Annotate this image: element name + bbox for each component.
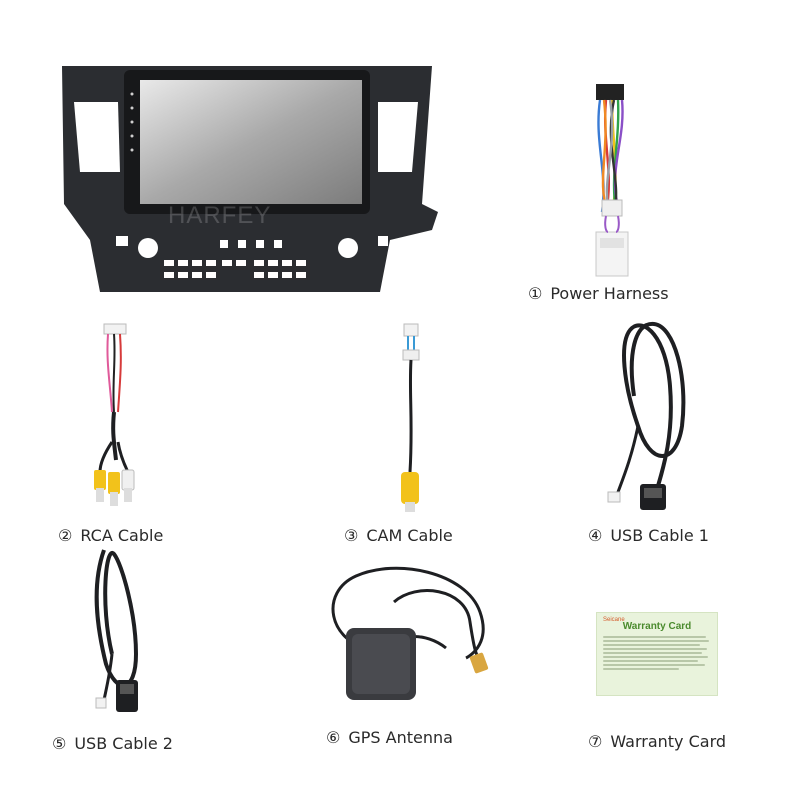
head-unit-image [60, 64, 440, 300]
cam-cable-image [396, 322, 430, 514]
brand-watermark: Harfey [168, 202, 272, 229]
warranty-card-title: Warranty Card [622, 621, 692, 632]
warranty-card-image: Seicane Warranty Card [596, 612, 718, 696]
power-harness-image [584, 82, 640, 282]
warranty-card-text-lines [603, 636, 711, 670]
rca-cable-image [90, 322, 146, 512]
usb-cable-1-image [604, 316, 696, 516]
usb-cable-2-image [92, 544, 152, 720]
gps-antenna-image [316, 562, 500, 710]
warranty-card-brand: Seicane [603, 617, 625, 623]
